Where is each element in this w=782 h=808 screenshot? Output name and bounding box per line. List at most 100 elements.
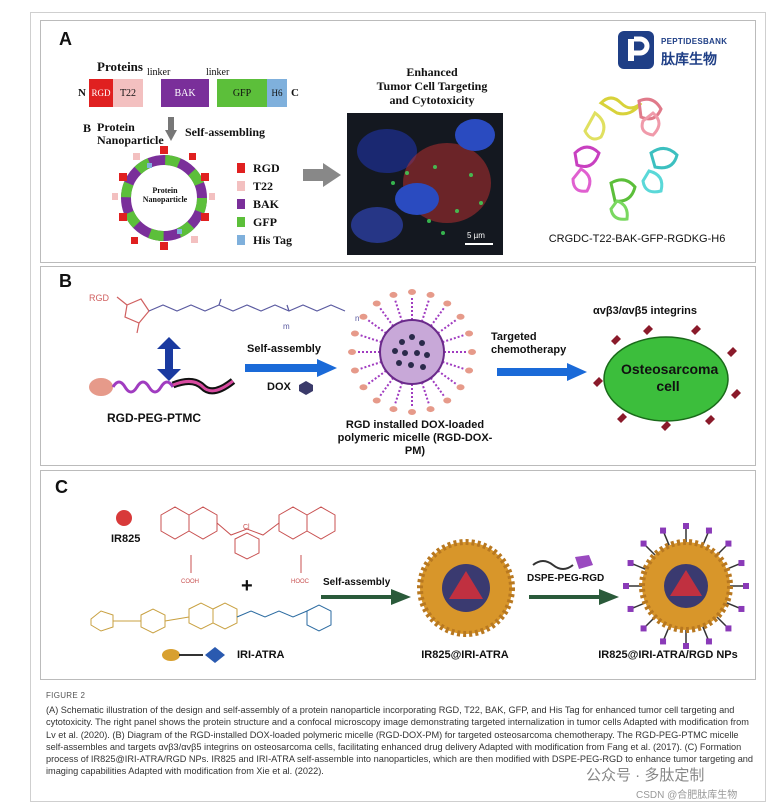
targeted-arrow bbox=[497, 363, 587, 381]
micelle-peg-arm bbox=[366, 370, 387, 386]
micelle-peg-arm bbox=[378, 306, 394, 327]
np-peg-arm bbox=[726, 602, 740, 609]
component-legend: RGD T22 BAK GFP His Tag bbox=[237, 159, 292, 249]
double-arrow bbox=[157, 337, 181, 381]
legend-swatch-his-tag bbox=[237, 235, 245, 245]
wechat-watermark: 公众号 · 多肽定制 bbox=[586, 767, 705, 784]
micelle-rgd-head bbox=[348, 349, 356, 355]
np-rgd-head bbox=[725, 540, 732, 547]
osteosarcoma-cell bbox=[593, 325, 741, 431]
micelle-rgd-head bbox=[372, 397, 381, 404]
micelle-peg-arm bbox=[393, 382, 404, 406]
micelle-rgd-head bbox=[426, 406, 435, 413]
micelle-rgd-head bbox=[359, 313, 368, 320]
legend-label: GFP bbox=[253, 214, 277, 229]
panel-c: C IR825 Cl COOH HOOC + bbox=[40, 470, 756, 680]
segment-rgd: RGD bbox=[89, 79, 113, 107]
micelle-rgd-head bbox=[456, 313, 465, 320]
polymer-chemical-structure: m n bbox=[116, 296, 359, 334]
segment-h6: H6 bbox=[267, 79, 287, 107]
protein-construct-bar: RGD T22 BAK GFP H6 bbox=[89, 79, 287, 107]
micelle-rgd-head bbox=[389, 291, 398, 298]
ring-center-label: Protein Nanoparticle bbox=[142, 186, 188, 204]
dspe-arrow bbox=[529, 589, 619, 605]
self-assembling-label: Self-assembling bbox=[185, 125, 266, 139]
dspe-peg-rgd-molecule-icon bbox=[532, 555, 593, 570]
micelle-peg-arm bbox=[437, 318, 458, 334]
proteins-title: Proteins bbox=[97, 59, 143, 74]
integrins-label: αvβ3/αvβ5 integrins bbox=[593, 305, 697, 317]
micelle-rgd-head bbox=[443, 300, 452, 307]
micelle-peg-arm bbox=[358, 360, 382, 371]
legend-label: BAK bbox=[253, 196, 280, 211]
confocal-image bbox=[347, 113, 503, 255]
np-rgd-head bbox=[623, 583, 629, 589]
np-rgd-head bbox=[743, 583, 749, 589]
panel-a-label: A bbox=[59, 29, 72, 49]
np-rgd-head bbox=[660, 638, 667, 645]
figure-caption: FIGURE 2 (A) Schematic illustration of t… bbox=[46, 690, 754, 777]
cell-label: Osteosarcoma cell bbox=[621, 361, 719, 394]
np1-label: IR825@IRI-ATRA bbox=[421, 649, 509, 661]
chlorine-label: Cl bbox=[243, 524, 250, 531]
dox-molecule-icon bbox=[299, 381, 313, 395]
iri-atra-chemical-structure bbox=[90, 602, 332, 634]
np-rgd-head bbox=[705, 527, 712, 534]
polymer-name: RGD-PEG-PTMC bbox=[107, 411, 201, 425]
np-peg-arm bbox=[702, 626, 709, 640]
micelle-rgd-head bbox=[359, 384, 368, 391]
micelle-rgd-head bbox=[465, 367, 474, 374]
c-terminus: C bbox=[291, 87, 299, 99]
panel-b-label: B bbox=[59, 271, 72, 291]
np-rgd-head bbox=[705, 638, 712, 645]
rgd-prefix: RGD bbox=[89, 293, 109, 303]
np-rgd-head bbox=[627, 560, 634, 567]
panel-c-label: C bbox=[55, 477, 68, 497]
polymeric-micelle bbox=[348, 289, 476, 415]
protein-structure-image bbox=[571, 96, 679, 221]
micelle-rgd-head bbox=[408, 289, 416, 295]
plus-sign: + bbox=[241, 575, 253, 597]
legend-swatch-t22 bbox=[237, 181, 245, 191]
polymer-chain-drawing bbox=[89, 378, 236, 396]
np-rgd-head bbox=[683, 643, 689, 649]
sub-label-b: B bbox=[83, 121, 92, 135]
micelle-rgd-head bbox=[456, 384, 465, 391]
micelle-peg-arm bbox=[378, 377, 394, 398]
np-rgd-head bbox=[640, 540, 647, 547]
micelle-rgd-head bbox=[426, 291, 435, 298]
legend-label: RGD bbox=[253, 160, 280, 175]
micelle-peg-arm bbox=[358, 333, 382, 344]
cooh-label-2: HOOC bbox=[291, 579, 310, 585]
np-rgd-head bbox=[683, 523, 689, 529]
caption-text: (A) Schematic illustration of the design… bbox=[46, 705, 754, 777]
down-arrow bbox=[165, 117, 177, 141]
ir825-label: IR825 bbox=[111, 533, 141, 545]
panel-a: A Proteins linker linker N RGD T22 BAK G… bbox=[40, 20, 756, 263]
micelle-peg-arm bbox=[420, 382, 431, 406]
logo-cn: 肽库生物 bbox=[661, 51, 717, 67]
micelle-rgd-head bbox=[465, 330, 474, 337]
legend-item: RGD bbox=[237, 159, 292, 177]
subscript-n: n bbox=[355, 314, 359, 323]
micelle-rgd-head bbox=[350, 330, 359, 337]
scale-bar-label: 5 µm bbox=[467, 231, 485, 240]
cooh-label-1: COOH bbox=[181, 579, 199, 585]
ir825-chemical-structure: Cl COOH HOOC bbox=[160, 506, 336, 585]
micelle-rgd-head bbox=[389, 406, 398, 413]
micelle-peg-arm bbox=[430, 306, 446, 327]
linker-label-2: linker bbox=[206, 67, 230, 78]
self-assembly-arrow-c bbox=[321, 589, 411, 605]
self-assembly-arrow-b bbox=[245, 359, 337, 377]
dspe-label: DSPE-PEG-RGD bbox=[527, 573, 605, 584]
np-peg-arm bbox=[716, 616, 728, 628]
iri-atra-label: IRI-ATRA bbox=[237, 649, 285, 661]
legend-swatch-gfp bbox=[237, 217, 245, 227]
micelle-rgd-head bbox=[443, 397, 452, 404]
micelle-peg-arm bbox=[442, 333, 466, 344]
legend-item: BAK bbox=[237, 195, 292, 213]
micelle-peg-arm bbox=[430, 377, 446, 398]
np-rgd-head bbox=[725, 625, 732, 632]
right-arrow bbox=[303, 163, 341, 187]
logo-name: PEPTIDESBANK bbox=[661, 37, 728, 46]
